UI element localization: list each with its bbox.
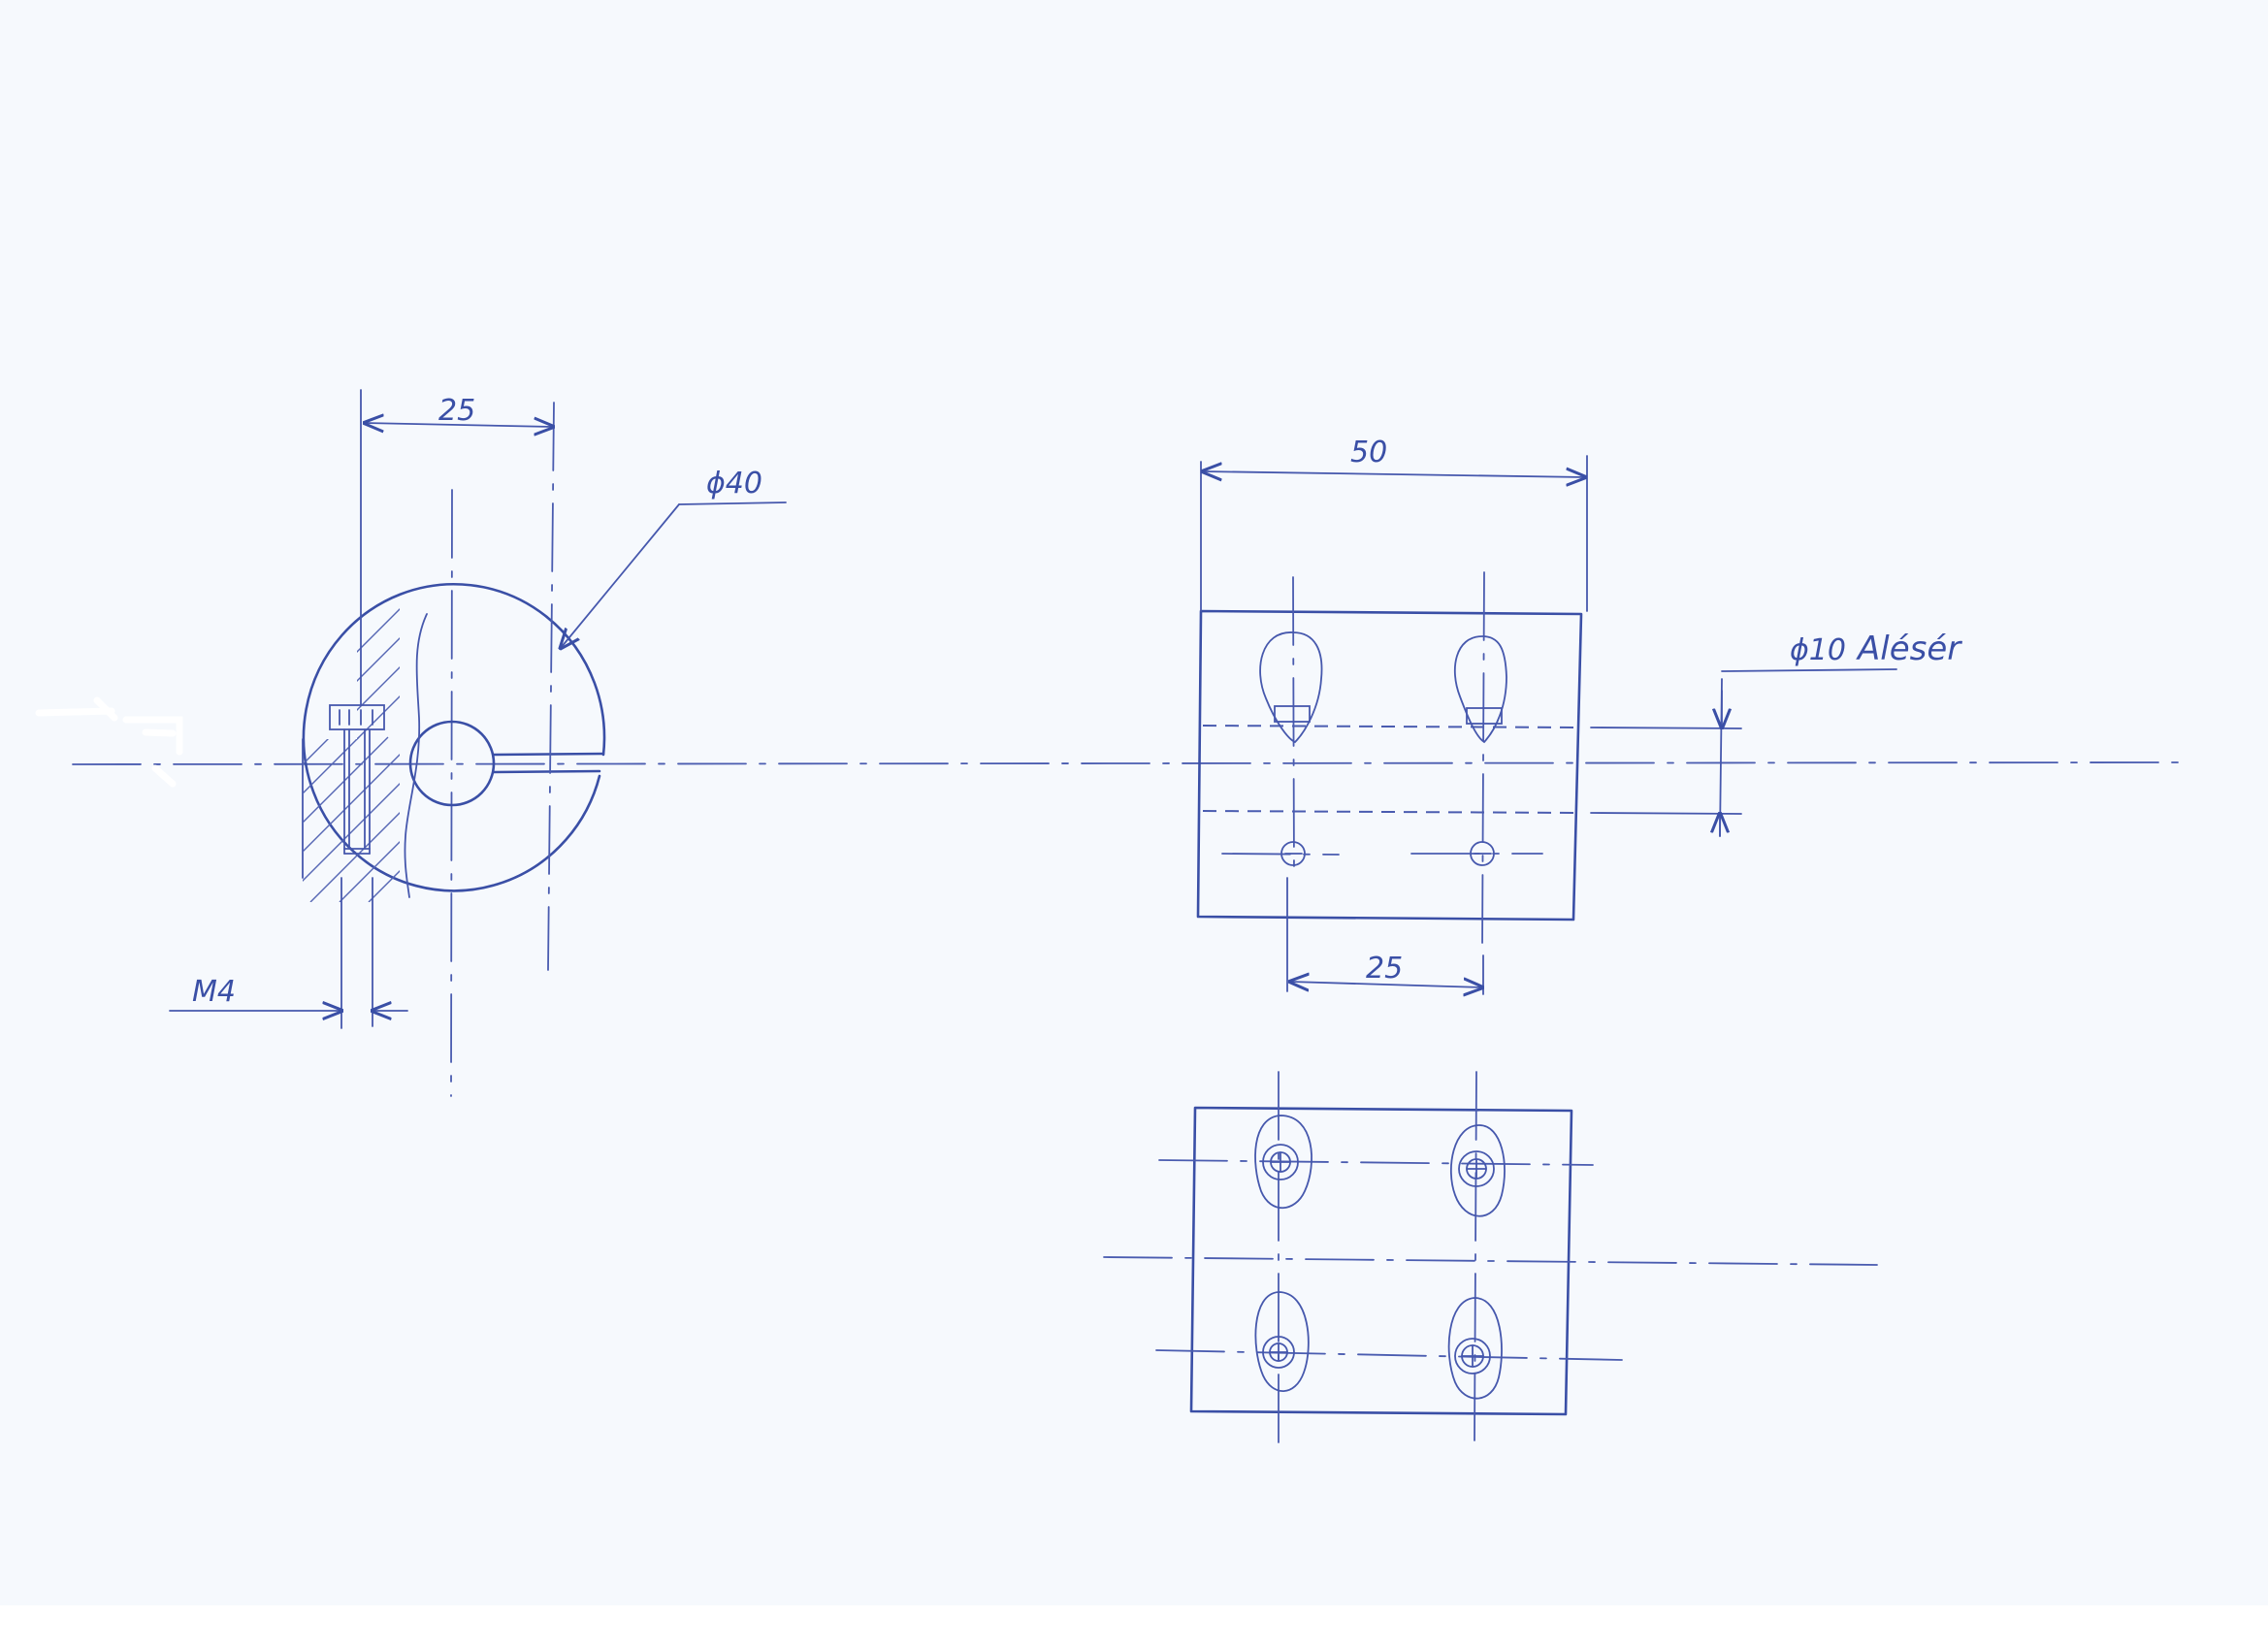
screw-head-2: [1466, 707, 1503, 725]
dia10-label: ϕ10: [1790, 633, 1846, 667]
bore-hidden-bottom: [1202, 810, 1577, 814]
correction-marks: [35, 696, 183, 788]
side-view: 25 ϕ40 M4: [169, 389, 787, 1097]
dim50-label: 50: [1350, 436, 1387, 469]
screw1-center-line: [1292, 576, 1295, 879]
top-view: [1103, 1071, 1878, 1456]
block-outline: [1196, 609, 1583, 922]
section-hatching: [303, 591, 400, 902]
clamp-slot-top: [492, 752, 605, 757]
screw2-center-line: [1481, 571, 1485, 952]
clamp-bore: [408, 720, 496, 807]
threaded-hole-2: [1410, 841, 1543, 866]
top-horizontal-center: [1103, 1256, 1878, 1266]
screw-head: [329, 704, 385, 730]
bore-ext-bottom: [1590, 812, 1742, 815]
dia40-leader: [561, 503, 680, 648]
front-view: 50 25 ϕ10 Alésér: [1196, 436, 1962, 994]
pocket-2: [1453, 635, 1507, 744]
main-center-line: [72, 761, 2179, 765]
top-hole-2: [1449, 1124, 1506, 1217]
dia40-shoulder: [678, 501, 787, 505]
pocket-1: [1259, 631, 1323, 744]
m4-label: M4: [192, 975, 236, 1009]
dim25-side-label: 25: [438, 394, 475, 428]
dim25-front-label: 25: [1366, 952, 1403, 986]
cap-screw: [329, 704, 385, 855]
top-hole-4: [1447, 1297, 1503, 1400]
dia40-label: ϕ40: [706, 467, 762, 501]
side-vertical-center-line: [450, 489, 453, 1097]
top-block-outline: [1189, 1106, 1573, 1416]
dim25-ext-right: [547, 402, 555, 971]
dim25-line: [365, 423, 553, 427]
dia10-shoulder: [1721, 668, 1897, 672]
scan-bottom-margin: [0, 1605, 2268, 1649]
screw-head-1: [1274, 705, 1311, 723]
top-hole-3: [1254, 1291, 1310, 1392]
section-break-line: [404, 613, 428, 898]
top-row1-center: [1158, 1159, 1594, 1166]
dim25-front-line: [1290, 982, 1482, 987]
threaded-hole-1: [1221, 841, 1340, 866]
clamp-slot-bottom: [492, 769, 601, 774]
dim50-line: [1203, 471, 1585, 477]
bore-hidden-top: [1202, 725, 1577, 728]
top-col2-center: [1474, 1071, 1477, 1441]
top-hole-1: [1254, 1115, 1312, 1210]
dia10-note: Alésér: [1856, 630, 1962, 668]
top-row2-center: [1155, 1349, 1623, 1361]
